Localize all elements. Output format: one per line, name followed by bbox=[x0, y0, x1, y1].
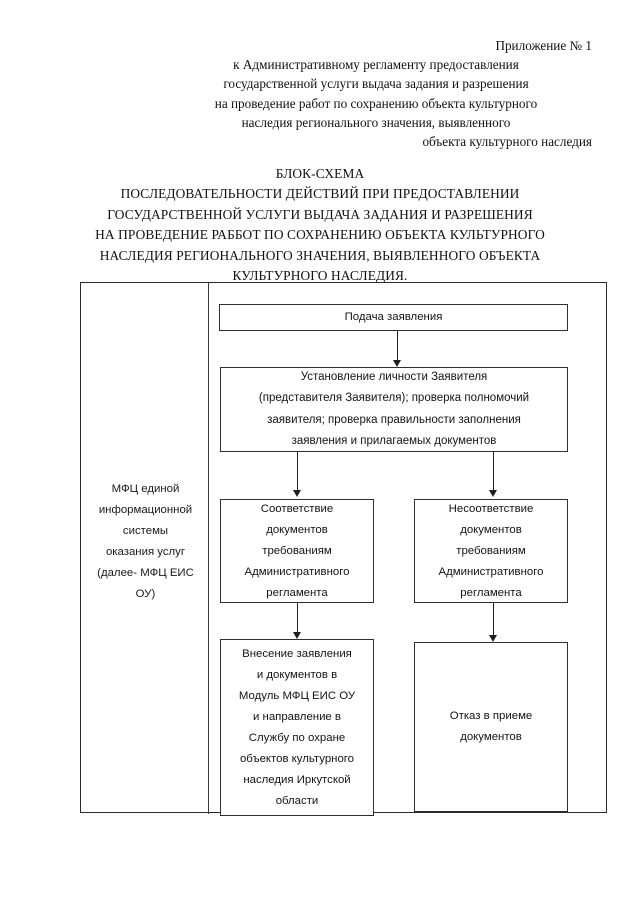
flow-node-documents-noncompliant-line-3: требованиям bbox=[456, 544, 526, 557]
flow-node-refusal: Отказ в приеме документов bbox=[414, 642, 568, 812]
flow-node-identity-verification-line-3: заявителя; проверка правильности заполне… bbox=[267, 413, 521, 426]
appendix-line-3: государственной услуги выдача задания и … bbox=[223, 76, 529, 92]
flow-node-documents-noncompliant-line-4: Административного bbox=[438, 565, 544, 578]
swimlane-label-line-6: ОУ) bbox=[135, 588, 156, 600]
swimlane-divider bbox=[208, 283, 209, 814]
arrow-head-icon bbox=[293, 632, 301, 639]
flow-node-refusal-line-1: Отказ в приеме bbox=[449, 710, 533, 722]
flow-node-submission-to-service: Внесение заявления и документов в Модуль… bbox=[220, 639, 374, 816]
title-line-5: НАСЛЕДИЯ РЕГИОНАЛЬНОГО ЗНАЧЕНИЯ, ВЫЯВЛЕН… bbox=[99, 247, 541, 263]
swimlane-label-line-1: МФЦ единой bbox=[111, 483, 180, 495]
flow-node-identity-verification: Установление личности Заявителя (предста… bbox=[220, 367, 568, 452]
flow-node-submission-to-service-line-5: Службу по охране bbox=[248, 731, 346, 744]
appendix-line-1: Приложение № 1 bbox=[495, 38, 592, 53]
flow-node-documents-compliant: Соответствие документов требованиям Адми… bbox=[220, 499, 374, 603]
flow-node-submission-to-service-line-8: области bbox=[275, 794, 319, 807]
flow-node-documents-noncompliant-line-2: документов bbox=[460, 523, 522, 536]
flow-node-submission-to-service-line-6: объектов культурного bbox=[239, 752, 355, 765]
flow-node-refusal-line-2: документов bbox=[460, 731, 522, 743]
flow-node-documents-noncompliant-line-5: регламента bbox=[460, 586, 522, 599]
swimlane-label-line-2: информационной bbox=[98, 504, 193, 516]
flow-node-submission-to-service-line-4: и направление в bbox=[253, 710, 341, 723]
appendix-line-4: на проведение работ по сохранению объект… bbox=[214, 95, 538, 111]
flow-node-documents-compliant-line-4: Административного bbox=[244, 565, 350, 578]
flow-node-submission-to-service-line-2: и документов в bbox=[256, 668, 338, 681]
flow-node-documents-noncompliant-line-1: Несоответствие bbox=[448, 502, 534, 515]
flow-node-submit-application-line-1: Подача заявления bbox=[344, 311, 443, 323]
flowchart-frame: МФЦ единой информационной системы оказан… bbox=[80, 282, 607, 816]
flow-node-identity-verification-line-1: Установление личности Заявителя bbox=[300, 370, 488, 383]
flow-node-submission-to-service-line-3: Модуль МФЦ ЕИС ОУ bbox=[238, 689, 356, 702]
connector-noncompliant-to-refusal bbox=[493, 603, 494, 635]
flow-node-identity-verification-line-4: заявления и прилагаемых документов bbox=[291, 435, 497, 447]
connector-identity-to-compliant bbox=[297, 452, 298, 490]
swimlane-label-line-3: системы bbox=[122, 525, 169, 537]
flow-node-identity-verification-line-2: (представителя Заявителя); проверка полн… bbox=[258, 392, 530, 404]
title-line-4: НА ПРОВЕДЕНИЕ РАББОТ ПО СОХРАНЕНИЮ ОБЪЕК… bbox=[95, 227, 545, 243]
appendix-line-5: наследия регионального значения, выявлен… bbox=[241, 114, 511, 130]
flow-node-documents-compliant-line-2: документов bbox=[266, 523, 328, 536]
flow-node-documents-compliant-line-5: регламента bbox=[266, 586, 328, 599]
flow-node-submit-application: Подача заявления bbox=[219, 304, 568, 331]
title-line-3: ГОСУДАРСТВЕННОЙ УСЛУГИ ВЫДАЧА ЗАДАНИЯ И … bbox=[107, 206, 533, 222]
title-line-2: ПОСЛЕДОВАТЕЛЬНОСТИ ДЕЙСТВИЙ ПРИ ПРЕДОСТА… bbox=[120, 186, 520, 202]
connector-compliant-to-submission bbox=[297, 603, 298, 632]
appendix-reference: Приложение № 1 к Административному регла… bbox=[160, 36, 592, 151]
title-line-1: БЛОК-СХЕМА bbox=[275, 166, 365, 181]
appendix-line-2: к Административному регламенту предостав… bbox=[233, 57, 519, 73]
flow-node-documents-compliant-line-1: Соответствие bbox=[260, 502, 334, 515]
flow-node-submission-to-service-line-1: Внесение заявления bbox=[242, 647, 352, 660]
connector-identity-to-noncompliant bbox=[493, 452, 494, 490]
swimlane-label-line-5: (далее- МФЦ ЕИС bbox=[97, 567, 194, 579]
appendix-line-6: объекта культурного наследия bbox=[422, 134, 592, 150]
arrow-head-icon bbox=[293, 490, 301, 497]
title-line-6: КУЛЬТУРНОГО НАСЛЕДИЯ. bbox=[232, 268, 408, 284]
arrow-head-icon bbox=[489, 490, 497, 497]
swimlane-label-line-4: оказания услуг bbox=[105, 546, 186, 558]
flow-node-documents-compliant-line-3: требованиям bbox=[262, 544, 332, 557]
arrow-head-icon bbox=[489, 635, 497, 642]
arrow-head-icon bbox=[393, 360, 401, 367]
flow-node-submission-to-service-line-7: наследия Иркутской bbox=[243, 773, 351, 786]
flow-node-documents-noncompliant: Несоответствие документов требованиям Ад… bbox=[414, 499, 568, 603]
connector-submit-to-identity bbox=[397, 331, 398, 360]
page-title: БЛОК-СХЕМА ПОСЛЕДОВАТЕЛЬНОСТИ ДЕЙСТВИЙ П… bbox=[28, 164, 612, 286]
swimlane-label-mfc: МФЦ единой информационной системы оказан… bbox=[83, 479, 208, 605]
